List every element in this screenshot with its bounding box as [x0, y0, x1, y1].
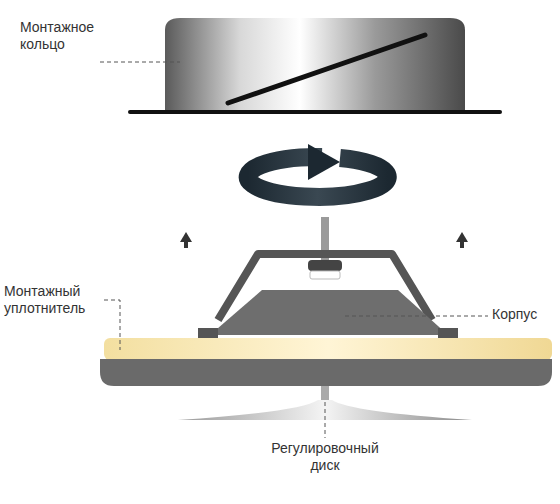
body-flange: [198, 328, 218, 338]
gasket: [104, 338, 552, 360]
ring-slot: [228, 35, 425, 103]
rotation-arrowhead: [308, 144, 340, 180]
ring-flange: [130, 110, 500, 114]
up-arrow: [180, 232, 192, 242]
body-flange: [438, 328, 458, 338]
body-shape: [210, 290, 448, 335]
part-label: Корпус: [492, 306, 560, 323]
mounting-ring: [165, 18, 465, 110]
spindle: [321, 217, 329, 267]
leader-line: [104, 300, 120, 350]
washer: [310, 271, 340, 279]
leader-line: [345, 316, 488, 317]
up-arrow-shaft: [460, 241, 464, 248]
part-label: Монтажный уплотнитель: [4, 283, 104, 317]
nut: [308, 260, 342, 271]
up-arrow-shaft: [184, 241, 188, 248]
part-label: Регулировочный диск: [260, 440, 390, 474]
leader-line: [325, 402, 326, 438]
leader-line: [100, 62, 180, 63]
disc-stem: [321, 386, 329, 402]
face-plate: [100, 359, 552, 386]
up-arrow: [456, 232, 468, 242]
part-label: Монтажное кольцо: [20, 19, 110, 53]
